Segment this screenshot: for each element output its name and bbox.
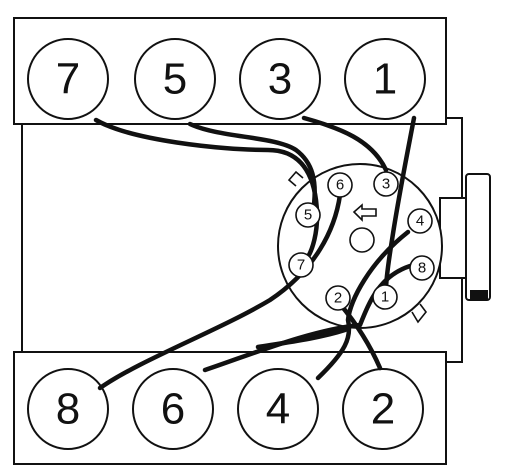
cylinder-number: 6 [161, 385, 185, 434]
terminal-5: 5 [295, 202, 321, 228]
arrow-icon [352, 203, 377, 222]
distributor [277, 163, 443, 329]
terminal-6: 6 [327, 172, 353, 198]
terminal-number: 8 [418, 260, 426, 277]
wire-cylinder-4 [315, 229, 411, 381]
terminal-2: 2 [325, 285, 351, 311]
wire-cylinder-7 [93, 117, 320, 266]
cylinder-number: 4 [266, 385, 290, 434]
distributor-center [349, 227, 375, 253]
wire-cylinder-1 [383, 115, 417, 293]
terminal-7: 7 [288, 252, 314, 278]
pulley [465, 173, 491, 301]
cylinder-number: 3 [268, 55, 292, 104]
terminal-number: 3 [382, 176, 390, 193]
terminal-number: 7 [297, 257, 305, 274]
terminal-1: 1 [372, 284, 398, 310]
terminal-number: 1 [381, 289, 389, 306]
cylinder-number: 1 [373, 55, 397, 104]
cylinder-number: 2 [371, 385, 395, 434]
wire-cylinder-8 [97, 192, 343, 391]
distributor-cap [277, 163, 443, 329]
wire-harness-segment [255, 327, 348, 350]
cylinder-5: 5 [134, 38, 216, 120]
cylinder-number: 5 [163, 55, 187, 104]
pulley-hub [470, 290, 488, 300]
spark-plug-wires [93, 115, 417, 391]
cylinder-3: 3 [239, 38, 321, 120]
terminal-number: 5 [304, 207, 312, 224]
wire-cylinder-3 [301, 115, 389, 173]
cylinder-7: 7 [27, 38, 109, 120]
cylinder-8: 8 [27, 368, 109, 450]
terminal-number: 2 [334, 290, 342, 307]
terminal-number: 6 [336, 177, 344, 194]
cylinder-number: 7 [56, 55, 80, 104]
cylinder-6: 6 [132, 368, 214, 450]
terminal-4: 4 [407, 208, 433, 234]
cylinder-2: 2 [342, 368, 424, 450]
terminal-3: 3 [373, 171, 399, 197]
wire-cylinder-5 [187, 121, 317, 215]
cylinder-1: 1 [344, 38, 426, 120]
cylinder-4: 4 [237, 368, 319, 450]
cylinder-number: 8 [56, 385, 80, 434]
terminal-number: 4 [416, 213, 424, 230]
terminal-8: 8 [409, 255, 435, 281]
